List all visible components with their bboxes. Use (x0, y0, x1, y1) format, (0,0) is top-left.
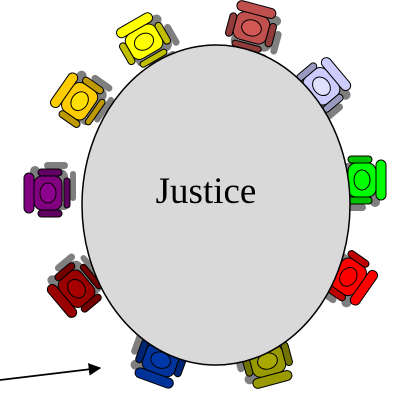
chair-armrest-left (38, 210, 62, 217)
chair-cushion (354, 170, 370, 190)
chair-back (24, 173, 34, 213)
table-label: Justice (156, 171, 257, 212)
chair-back (376, 160, 386, 200)
chair-cushion (40, 183, 56, 203)
pointer-arrow (0, 368, 100, 380)
chair-base (64, 178, 70, 208)
chair-armrest-left (348, 156, 372, 163)
chair-armrest-right (38, 169, 62, 176)
chair-armrest-right (348, 197, 372, 204)
chair-purple (24, 162, 76, 217)
